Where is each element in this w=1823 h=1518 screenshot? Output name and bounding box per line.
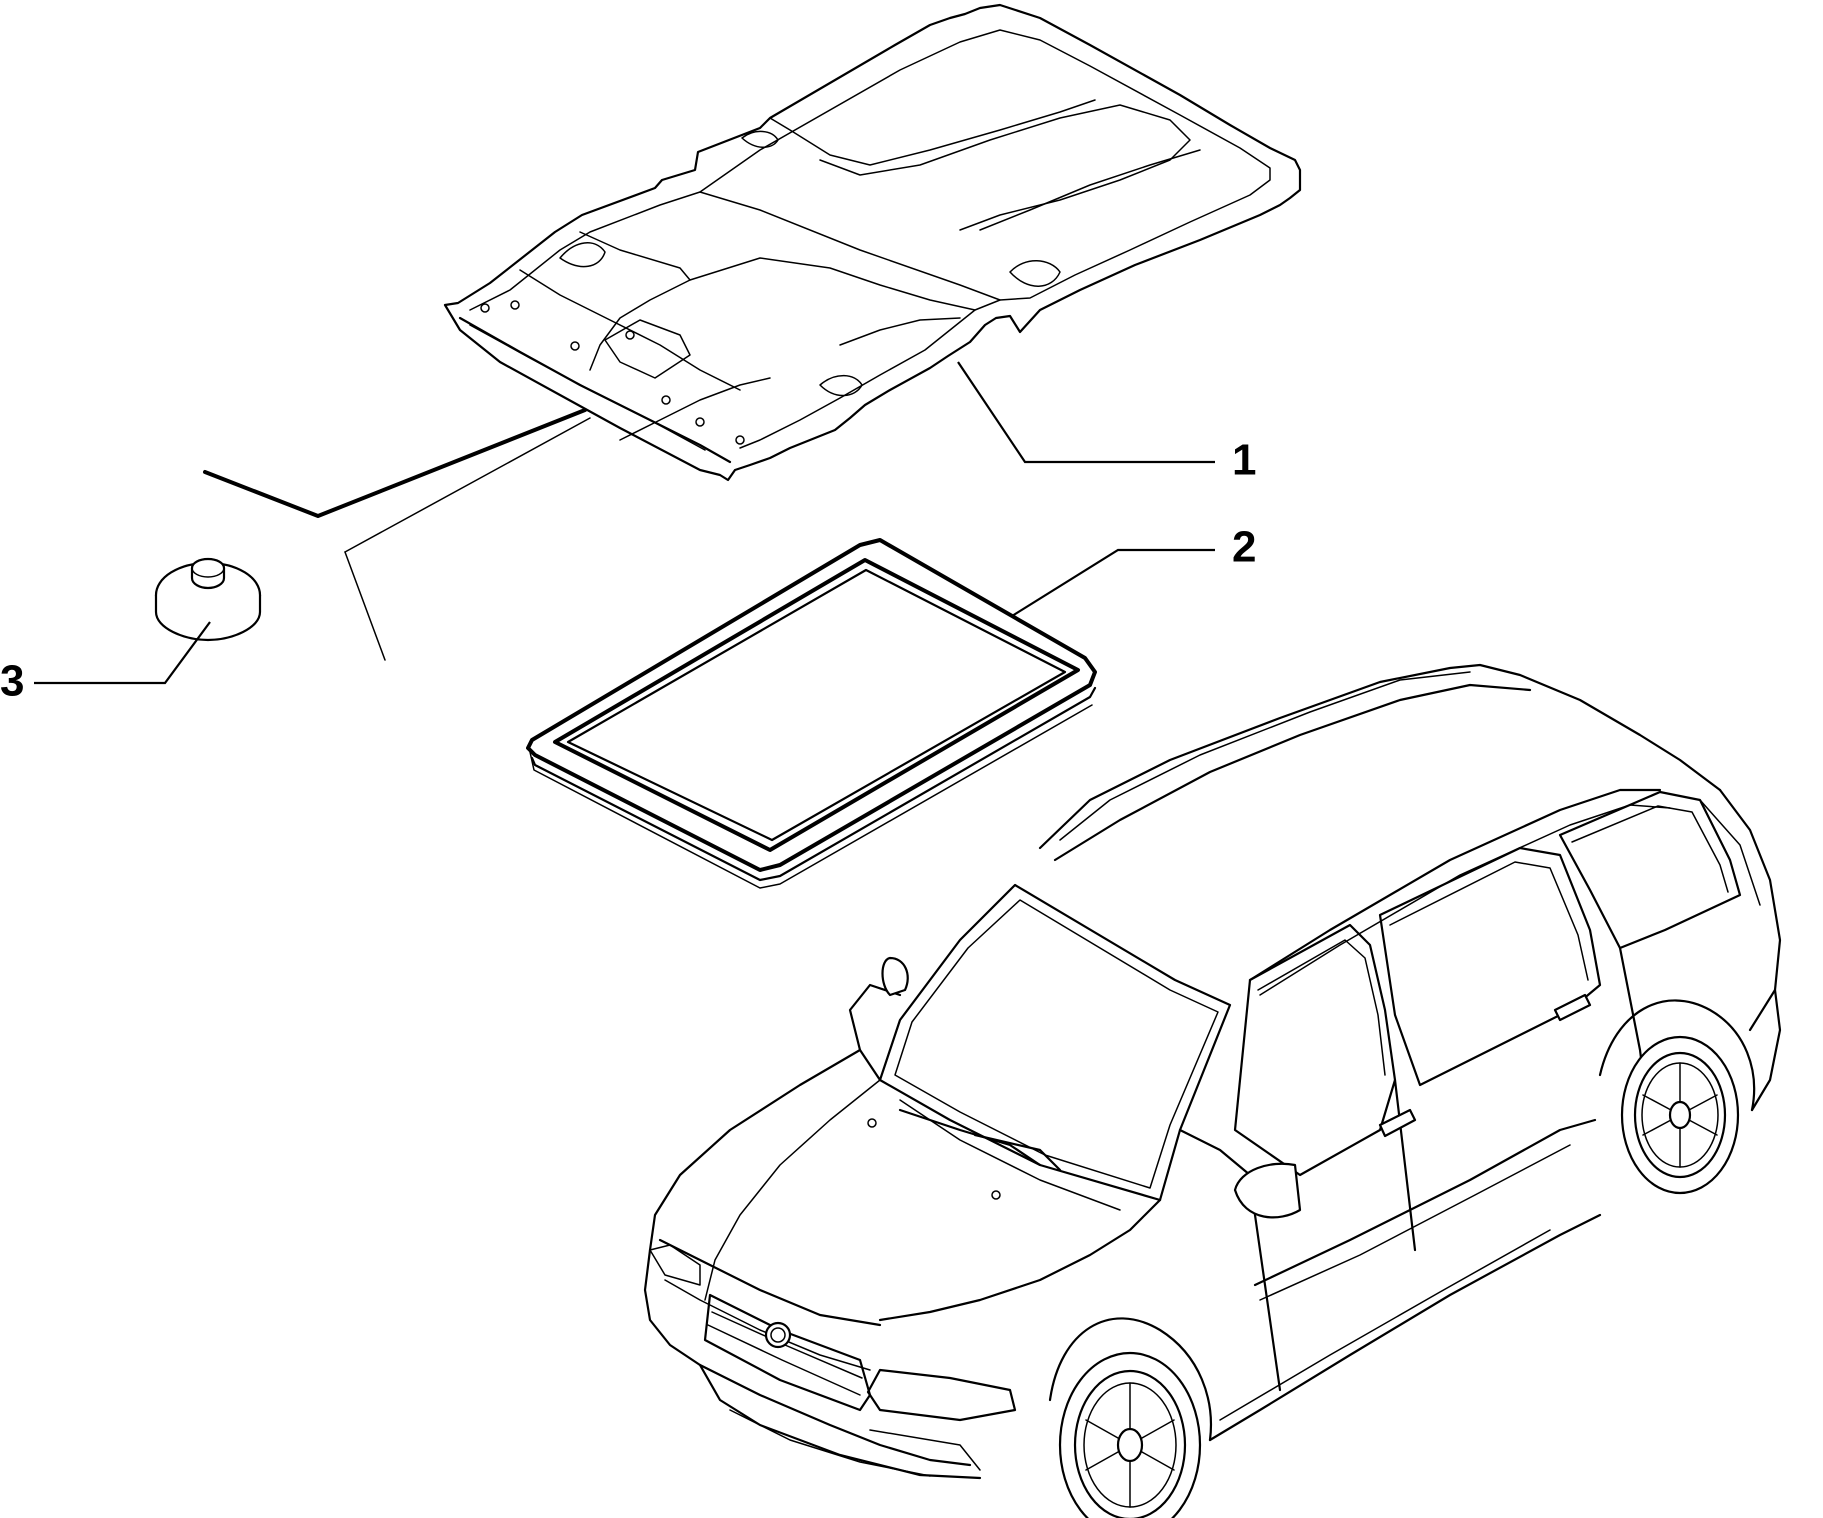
leader-line-1 [957,361,1215,464]
plug-part[interactable] [154,557,262,642]
callout-label-1: 1 [1232,436,1256,485]
leader-line-3 [34,621,211,685]
vehicle-illustration [643,663,1782,1518]
callout-3: 3 [0,621,211,706]
callout-1: 1 [957,361,1256,485]
leader-line-2 [1011,548,1215,617]
callout-label-3: 3 [0,657,24,706]
headliner-part[interactable] [443,3,1302,482]
assembly-lines [203,408,591,661]
callout-label-2: 2 [1232,523,1256,572]
sunroof-seal-frame-part[interactable] [526,538,1097,889]
callout-2: 2 [1011,523,1256,617]
